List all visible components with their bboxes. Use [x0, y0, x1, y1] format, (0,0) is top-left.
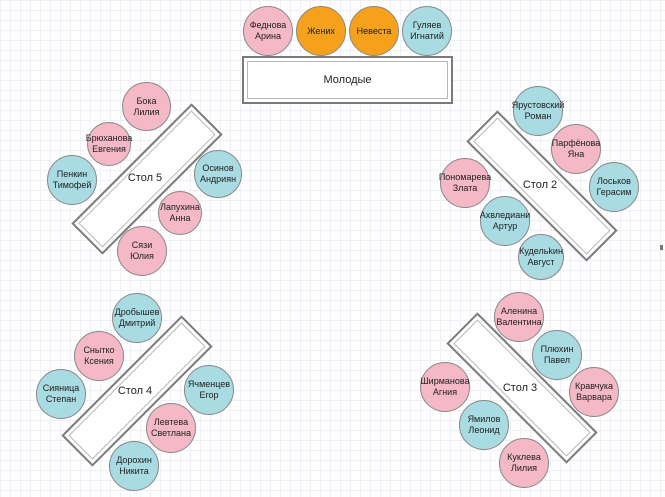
guest-seat[interactable]: Ахвледиани Артур: [480, 196, 530, 246]
guest-seat[interactable]: Плюхин Павел: [532, 330, 582, 380]
guest-seat[interactable]: Парфёнова Яна: [551, 124, 601, 174]
guest-seat-groom[interactable]: Жених: [296, 6, 346, 56]
guest-seat[interactable]: Левтева Светлана: [146, 403, 196, 453]
guest-seat[interactable]: Лапухина Анна: [158, 191, 202, 235]
guest-seat[interactable]: Аленина Валентина: [494, 292, 544, 342]
guest-seat[interactable]: Пенкин Тимофей: [47, 155, 97, 205]
guest-seat-bride[interactable]: Невеста: [349, 6, 399, 56]
guest-seat[interactable]: Ячменцев Егор: [184, 365, 234, 415]
guest-seat[interactable]: Дорохин Никита: [109, 441, 159, 491]
guest-seat[interactable]: Феднова Арина: [243, 6, 293, 56]
guest-seat[interactable]: Пономарева Злата: [439, 158, 491, 208]
guest-seat[interactable]: Брюханова Евгения: [86, 122, 132, 166]
guest-seat[interactable]: Кравчука Варвара: [569, 367, 619, 417]
guest-seat[interactable]: Бока Лилия: [122, 82, 171, 131]
table-2-label: Стол 2: [522, 179, 558, 191]
table-4-label: Стол 4: [117, 385, 153, 397]
guest-seat[interactable]: Сияница Степан: [36, 369, 86, 419]
guest-seat[interactable]: Кудельkин Август: [518, 234, 564, 280]
table-3-label: Стол 3: [502, 382, 538, 394]
guest-seat[interactable]: Дробышев Дмитрий: [112, 293, 162, 343]
guest-seat[interactable]: Ямилов Леонид: [459, 400, 509, 450]
guest-seat[interactable]: Гуляев Игнатий: [402, 6, 452, 56]
guest-seat[interactable]: Сязи Юлия: [117, 226, 167, 276]
guest-seat[interactable]: Ярустовский Роман: [512, 86, 564, 136]
table-5-label: Стол 5: [127, 172, 163, 184]
guest-seat[interactable]: Ширманова Агния: [420, 362, 470, 412]
guest-seat[interactable]: Осинов Андриян: [194, 150, 242, 198]
guest-seat[interactable]: Снытко Ксения: [74, 331, 124, 381]
head-table[interactable]: Молодые: [242, 56, 453, 104]
head-table-label: Молодые: [323, 74, 372, 86]
guest-seat[interactable]: Куклева Лилия: [499, 438, 549, 488]
edge-handle: [660, 245, 663, 250]
guest-seat[interactable]: Лоськов Герасим: [589, 162, 639, 212]
